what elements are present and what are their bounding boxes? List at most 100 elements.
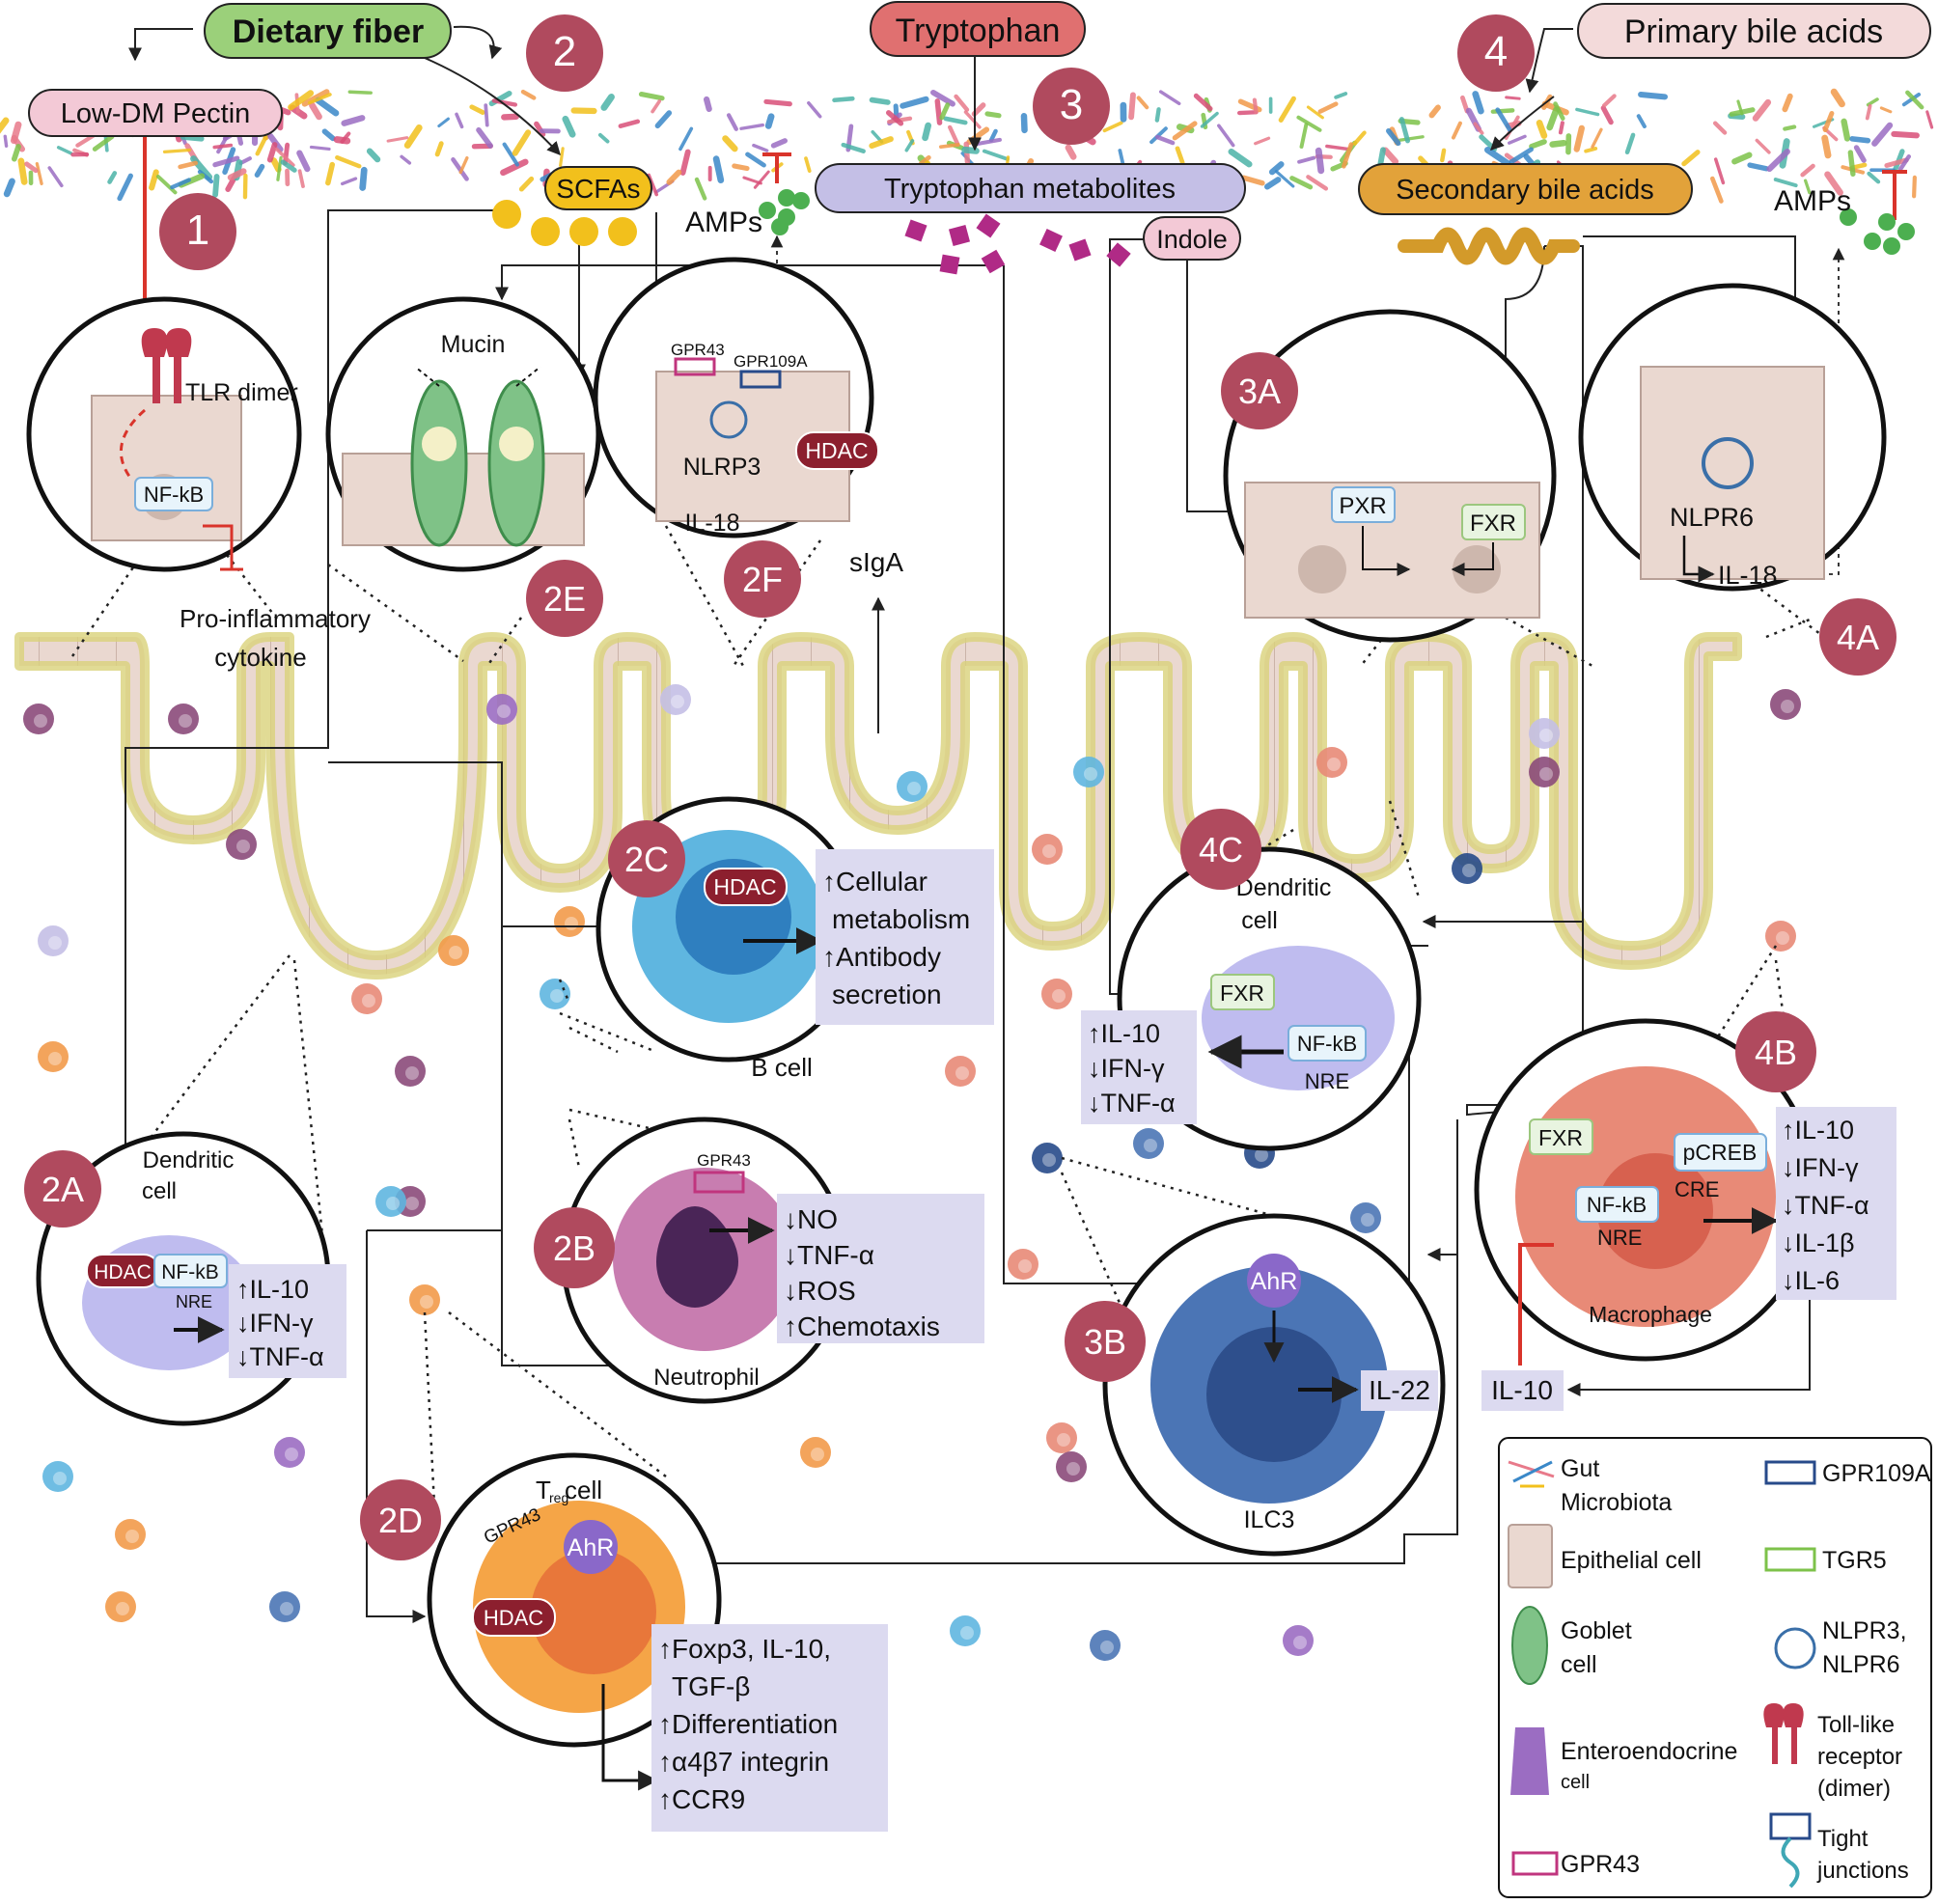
svg-text:pCREB: pCREB [1683,1140,1758,1165]
step-badge-label-4c: 4C [1199,830,1243,869]
svg-text:cell: cell [565,1476,602,1504]
svg-text:GPR43: GPR43 [1561,1851,1640,1878]
tlr-dimer-label: TLR dimer [185,379,298,406]
svg-text:Microbiota: Microbiota [1561,1489,1672,1516]
step-badge-label-2b: 2B [553,1228,595,1268]
tgr5-legend-icon [1764,1547,1816,1572]
svg-text:receptor: receptor [1817,1744,1902,1770]
step-badge-3b [1065,1301,1146,1382]
svg-text:ILC3: ILC3 [1244,1506,1295,1533]
pxr-label: PXR [1339,493,1386,519]
svg-text:Macrophage: Macrophage [1589,1302,1712,1327]
primary-bile-acids-label: Primary bile acids [1624,14,1883,50]
svg-text:↑IL-10: ↑IL-10 [236,1275,309,1304]
svg-text:TGF-β: TGF-β [672,1671,750,1701]
svg-text:FXR: FXR [1220,980,1264,1006]
tight-junctions-legend-icon [1769,1812,1812,1889]
indole-pill: Indole [1143,216,1241,261]
svg-text:reg: reg [549,1490,568,1505]
svg-text:↑Antibody: ↑Antibody [822,942,941,972]
svg-text:NF-kB: NF-kB [161,1261,219,1283]
step-badge-2b [534,1207,615,1288]
panel-4b-circle: FXR pCREB CRE NF-kB NRE Macrophage [1474,1018,1817,1362]
svg-text:↓TNF-α: ↓TNF-α [784,1240,874,1270]
il10-box-4b: IL-10 [1481,1370,1564,1411]
svg-text:FXR: FXR [1538,1125,1583,1150]
panel-2b-effects-box: ↓NO ↓TNF-α ↓ROS ↑Chemotaxis [777,1194,984,1343]
svg-text:NRE: NRE [1305,1069,1349,1093]
svg-text:NRE: NRE [176,1292,212,1311]
step-badge-2a [24,1150,101,1228]
svg-text:NLPR3,: NLPR3, [1822,1617,1907,1644]
proinflammatory-label-2: cytokine [214,643,306,672]
svg-text:↑α4β7 integrin: ↑α4β7 integrin [658,1747,829,1777]
amps-label-left: AMPs [685,207,762,238]
panel-3b-circle: AhR ILC3 [1102,1213,1446,1557]
nlrp3-inflammasome-icon [709,400,748,439]
amps-label-right: AMPs [1774,185,1851,217]
tlr-dimer-icon [141,328,192,403]
svg-text:↑CCR9: ↑CCR9 [658,1784,745,1814]
svg-text:(dimer): (dimer) [1817,1776,1891,1802]
b-cell-label: B cell [751,1053,813,1082]
svg-text:AhR: AhR [1251,1268,1298,1295]
step-badge-label-3b: 3B [1084,1322,1126,1362]
svg-text:GPR43: GPR43 [697,1151,751,1170]
gpr43-receptor-icon [674,357,716,376]
nlrp3-label: NLRP3 [683,454,761,481]
fxr-label-3a: FXR [1470,510,1516,537]
panel-2b-circle: GPR43 Neutrophil [561,1117,848,1404]
svg-text:Gut: Gut [1561,1455,1599,1482]
svg-text:Enteroendocrine: Enteroendocrine [1561,1738,1737,1765]
step-badge-label-2d: 2D [378,1501,423,1540]
step-badge-3 [1033,68,1110,145]
tryptophan-metabolites-pill: Tryptophan metabolites [815,163,1246,213]
svg-text:Epithelial cell: Epithelial cell [1561,1547,1702,1574]
svg-text:GPR109A: GPR109A [1822,1460,1931,1487]
svg-text:Dendritic: Dendritic [1236,874,1332,901]
tryptophan-pill: Tryptophan [870,1,1086,57]
svg-text:Tight: Tight [1817,1826,1869,1852]
svg-text:NLPR6: NLPR6 [1822,1651,1900,1678]
scfas-pill: SCFAs [544,166,652,210]
svg-text:NF-kB: NF-kB [1297,1032,1357,1056]
secondary-bile-acid-molecule [1398,227,1580,265]
step-badge-label-3a: 3A [1238,372,1281,411]
toll-like-receptor-legend-icon [1763,1703,1804,1764]
step-badge-4b [1735,1011,1816,1092]
svg-text:Dendritic: Dendritic [143,1147,235,1173]
svg-text:HDAC: HDAC [484,1606,543,1630]
panel-2f-circle: GPR43 GPR109A NLRP3 IL-18 HDAC [593,257,879,538]
svg-text:↓TNF-α: ↓TNF-α [1782,1191,1869,1220]
nlrp-inflammasome-legend-icon [1774,1627,1816,1669]
svg-text:CRE: CRE [1675,1177,1719,1201]
svg-text:cell: cell [1241,907,1278,934]
il18-label-2f: IL-18 [685,510,740,537]
enteroendocrine-cell-legend-icon [1510,1727,1549,1795]
goblet-cell-legend-icon [1511,1606,1548,1685]
low-dm-pectin-pill: Low-DM Pectin [28,89,283,137]
scfas-label: SCFAs [556,174,640,204]
tryptophan-label: Tryptophan [896,13,1061,49]
step-badge-label-4: 4 [1484,28,1508,75]
svg-text:↓IFN-γ: ↓IFN-γ [236,1309,314,1338]
step-badge-label-2e: 2E [543,579,586,619]
svg-text:T: T [536,1476,551,1504]
panel-4c-effects-box: ↑IL-10 ↓IFN-γ ↓TNF-α [1081,1010,1197,1124]
svg-text:↑IL-10: ↑IL-10 [1088,1019,1160,1048]
panel-2e-circle: Mucin [325,296,601,572]
nlpr6-inflammasome-icon [1702,437,1754,489]
il22-box: IL-22 [1361,1370,1438,1411]
nlpr6-label: NLPR6 [1670,503,1754,532]
svg-text:Goblet: Goblet [1561,1617,1632,1644]
panel-2d-circle: T reg cell GPR43 AhR HDAC [427,1452,722,1791]
svg-text:↓ROS: ↓ROS [784,1276,856,1306]
secondary-bile-acids-pill: Secondary bile acids [1358,163,1693,215]
panel-1-circle: TLR dimer NF-kB [26,296,302,572]
step-badge-4 [1457,14,1535,92]
step-badge-2d [360,1479,441,1560]
legend: Gut Microbiota GPR109A Epithelial cell T… [1498,1437,1932,1898]
svg-text:NRE: NRE [1597,1226,1642,1250]
low-dm-pectin-label: Low-DM Pectin [61,98,251,129]
gpr109a-legend-icon [1764,1460,1816,1485]
